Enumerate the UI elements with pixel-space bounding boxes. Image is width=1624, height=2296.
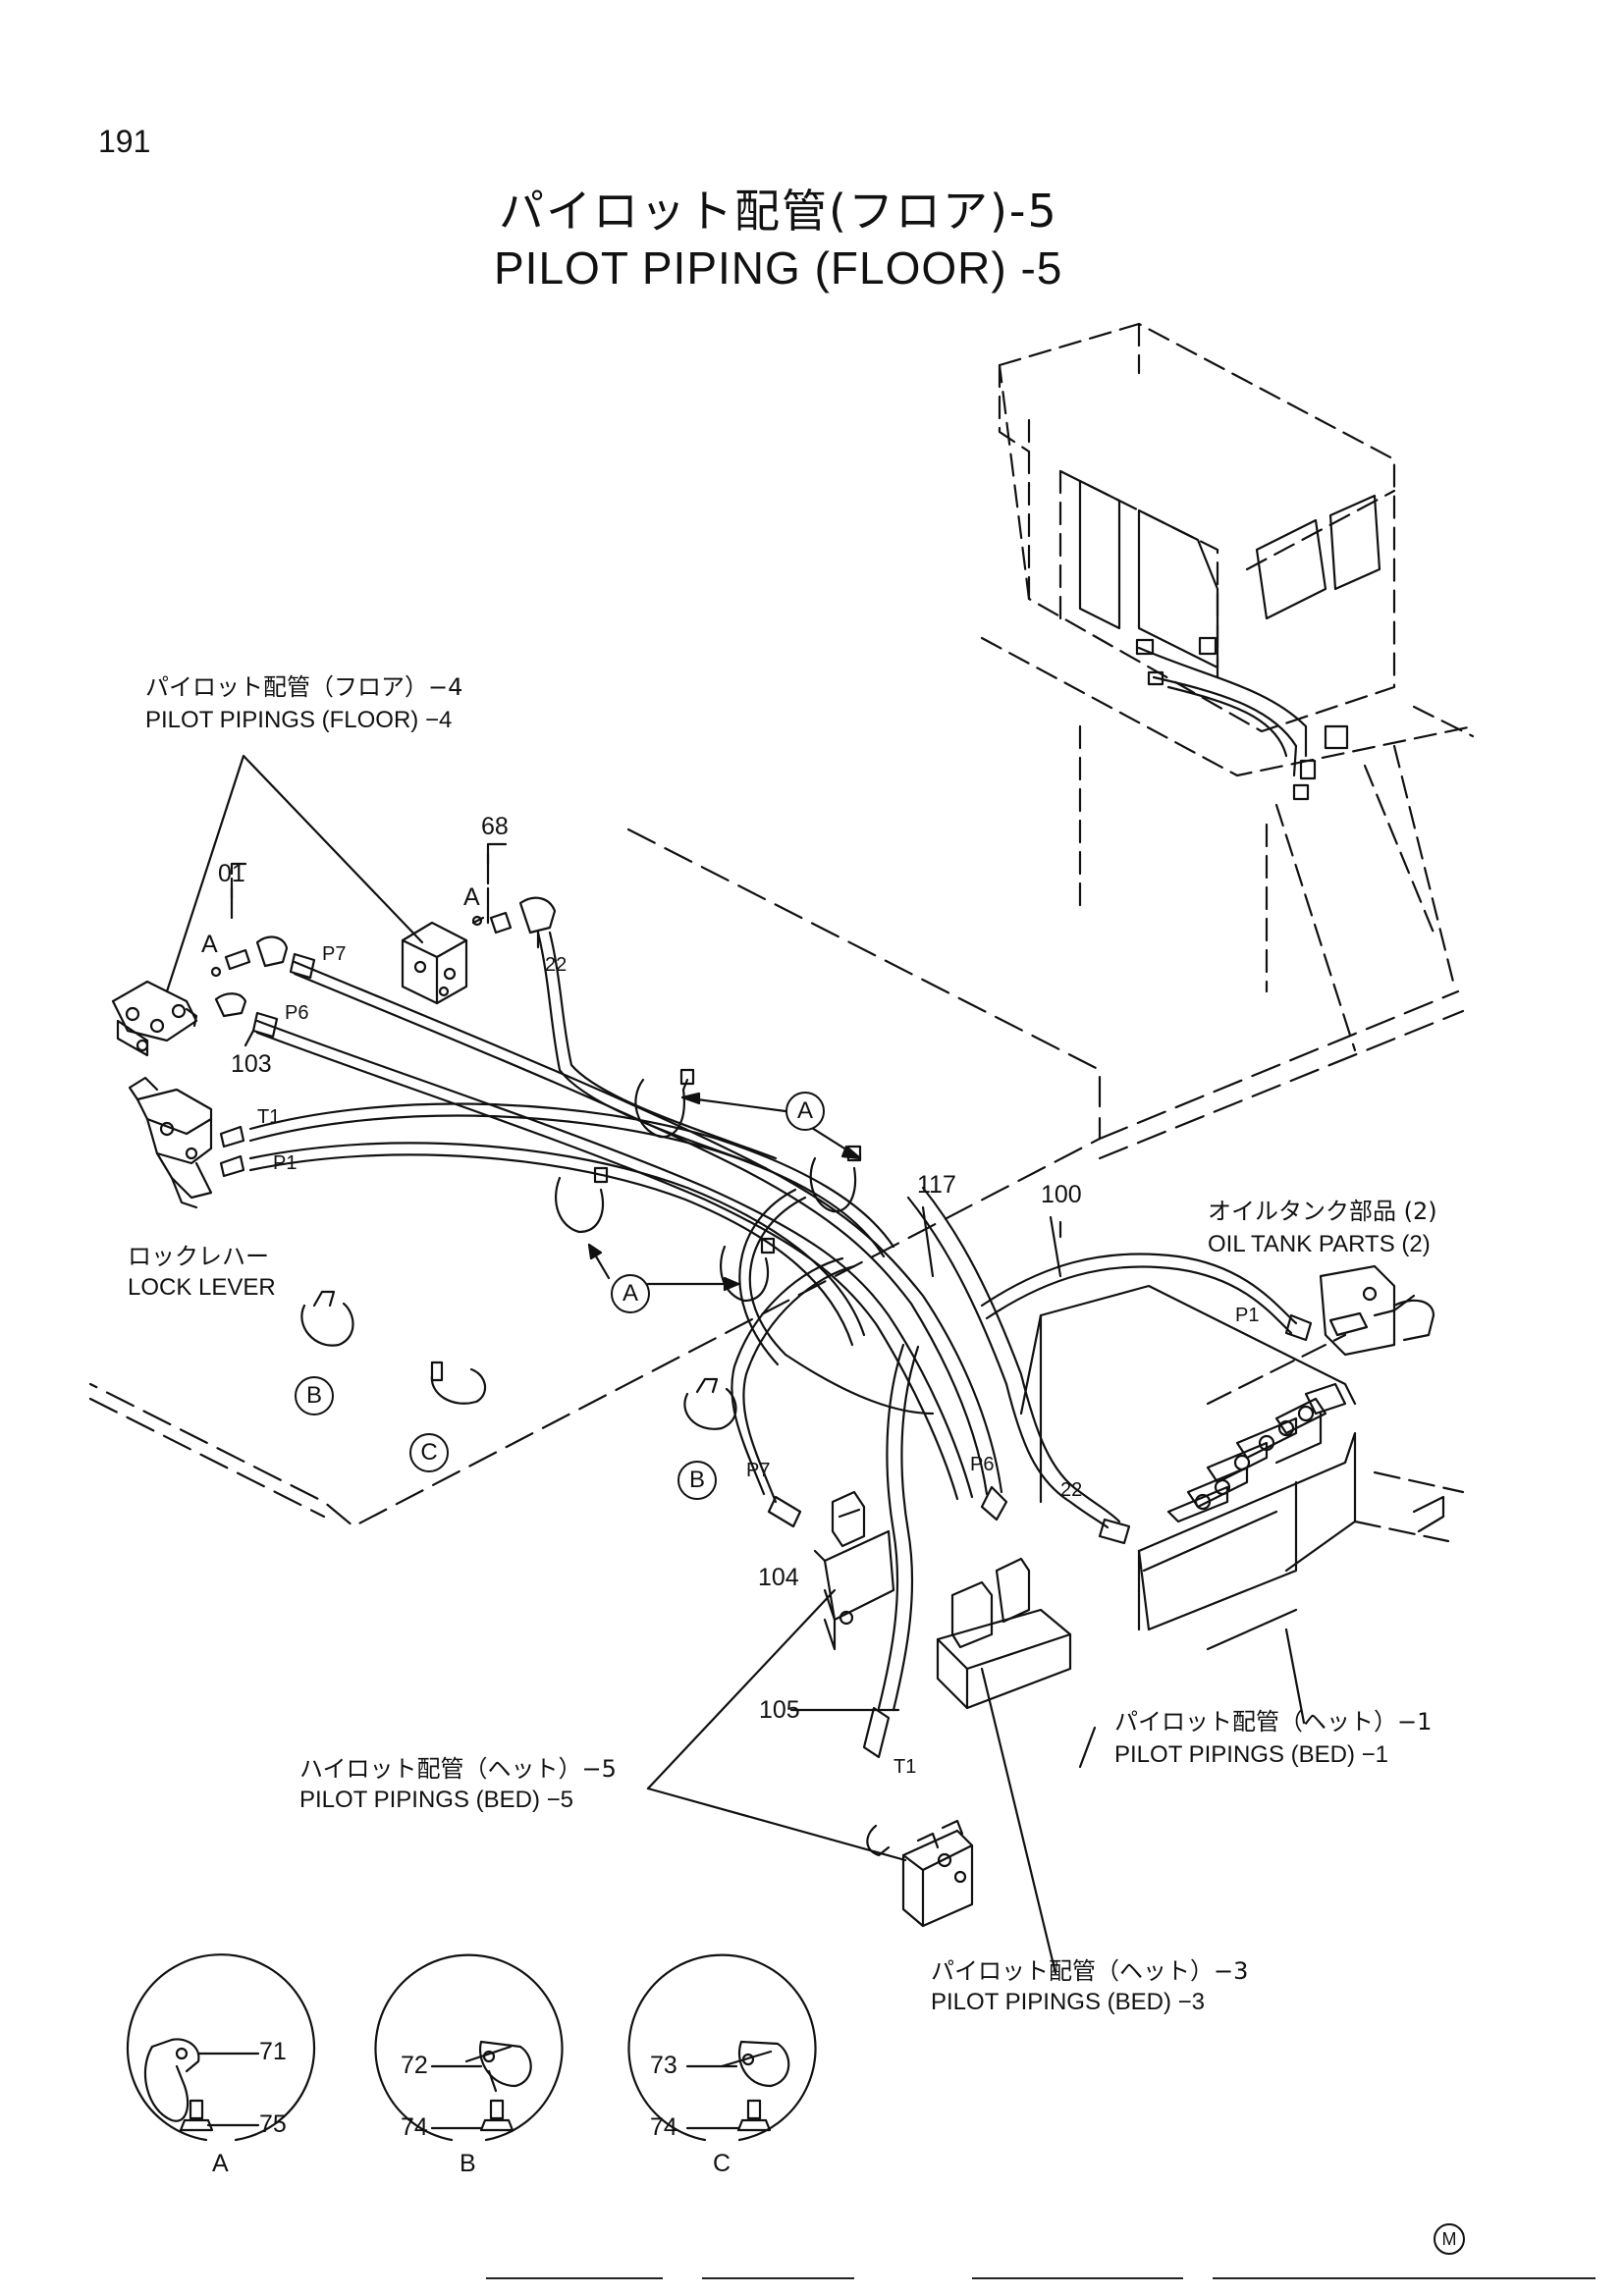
port-p7-top: P7 <box>322 943 347 965</box>
footer-rule-3 <box>972 2277 1183 2279</box>
cab-windows <box>1078 479 1381 669</box>
lock-lever-valve <box>128 1076 245 1209</box>
detail-label-b: B <box>460 2150 476 2177</box>
part-01: 01 <box>218 860 245 887</box>
detail-circle-b <box>374 1953 564 2142</box>
fitting-68 <box>471 842 557 934</box>
port-a-right: A <box>463 883 480 911</box>
hose-bundle <box>248 931 1298 1712</box>
part-22-top: 22 <box>545 954 568 976</box>
part-117: 117 <box>917 1171 956 1199</box>
callout-c-left: C <box>409 1433 449 1472</box>
part-75: 75 <box>259 2110 287 2138</box>
part-22-bottom: 22 <box>1060 1479 1083 1501</box>
part-103: 103 <box>231 1050 272 1078</box>
footer-rule-4 <box>1213 2277 1596 2279</box>
block-bracket <box>1412 1495 1445 1533</box>
floor-plate-outline <box>88 828 1465 1528</box>
part-104: 104 <box>758 1564 799 1591</box>
cab-outline <box>980 322 1475 1052</box>
port-p6-bottom: P6 <box>970 1454 995 1475</box>
control-valve-block <box>1019 1284 1357 1651</box>
label-bed5-en: PILOT PIPINGS (BED) −5 <box>299 1787 573 1813</box>
label-oil-jp: オイルタンク部品 (2) <box>1208 1198 1437 1225</box>
hose-clamps <box>555 1068 862 1303</box>
port-p6-top: P6 <box>285 1002 309 1024</box>
hose-fittings <box>251 952 1313 1759</box>
label-floor4-en: PILOT PIPINGS (FLOOR) −4 <box>145 707 453 733</box>
part-100: 100 <box>1041 1181 1082 1208</box>
part-74-c: 74 <box>650 2113 677 2141</box>
label-floor4-jp: パイロット配管（フロア）−4 <box>145 673 463 701</box>
pilot-valve-left <box>111 980 198 1057</box>
part-71: 71 <box>259 2038 287 2065</box>
page-title-jp: パイロット配管(フロア)-5 <box>499 185 1058 238</box>
port-p7-bottom: P7 <box>746 1460 771 1481</box>
solenoid-valve-center <box>936 1557 1072 1710</box>
cab-harness <box>1135 636 1349 801</box>
port-a-left: A <box>201 931 218 958</box>
label-oil-en: OIL TANK PARTS (2) <box>1208 1231 1431 1257</box>
m-mark: M <box>1434 2223 1465 2255</box>
detail-circle-c <box>627 1953 817 2142</box>
callout-a-mid: A <box>611 1274 650 1313</box>
port-p1-left: P1 <box>273 1152 298 1174</box>
callout-b-mid: B <box>677 1461 717 1500</box>
port-p1-right: P1 <box>1235 1305 1260 1326</box>
page-number: 191 <box>98 124 151 159</box>
detail-circle-a <box>126 1953 316 2142</box>
part-72: 72 <box>401 2052 428 2079</box>
callout-b-left: B <box>295 1376 334 1415</box>
page-title-en: PILOT PIPING (FLOOR) -5 <box>494 242 1063 294</box>
footer-rule-1 <box>486 2277 663 2279</box>
valve-block-68 <box>401 921 468 1005</box>
port-t1-left: T1 <box>257 1106 281 1128</box>
leader-floor4 <box>165 754 424 993</box>
label-bed1-en: PILOT PIPINGS (BED) −1 <box>1114 1741 1388 1768</box>
part-74-b: 74 <box>401 2113 428 2141</box>
part-105: 105 <box>759 1696 800 1724</box>
label-bed3-en: PILOT PIPINGS (BED) −3 <box>931 1989 1205 2015</box>
oil-tank-fitting <box>1319 1264 1435 1357</box>
label-bed1-jp: パイロット配管（ヘット）−1 <box>1114 1708 1433 1735</box>
solenoid-valve-104 <box>813 1490 895 1651</box>
part-leaders <box>230 852 1097 1769</box>
part-73: 73 <box>650 2052 677 2079</box>
detail-label-c: C <box>713 2150 731 2177</box>
label-bed3-jp: パイロット配管（ヘット）−3 <box>931 1957 1249 1985</box>
loose-clamps <box>300 1290 737 1430</box>
footer-rule-2 <box>702 2277 854 2279</box>
valve-bottom-t1 <box>866 1819 974 1928</box>
label-lock-en: LOCK LEVER <box>128 1274 276 1301</box>
callout-arrows-a <box>587 1092 862 1292</box>
label-lock-jp: ロックレハー <box>128 1243 269 1270</box>
block-dashes <box>1206 1333 1465 1543</box>
detail-label-a: A <box>212 2150 229 2177</box>
leaders-bed <box>646 1205 1306 1975</box>
callout-a-top: A <box>785 1092 825 1131</box>
port-t1-bottom: T1 <box>893 1756 917 1778</box>
part-68: 68 <box>481 813 509 840</box>
label-bed5-jp: ハイロット配管（ヘット）−5 <box>299 1755 617 1783</box>
fitting-01 <box>210 862 289 1018</box>
